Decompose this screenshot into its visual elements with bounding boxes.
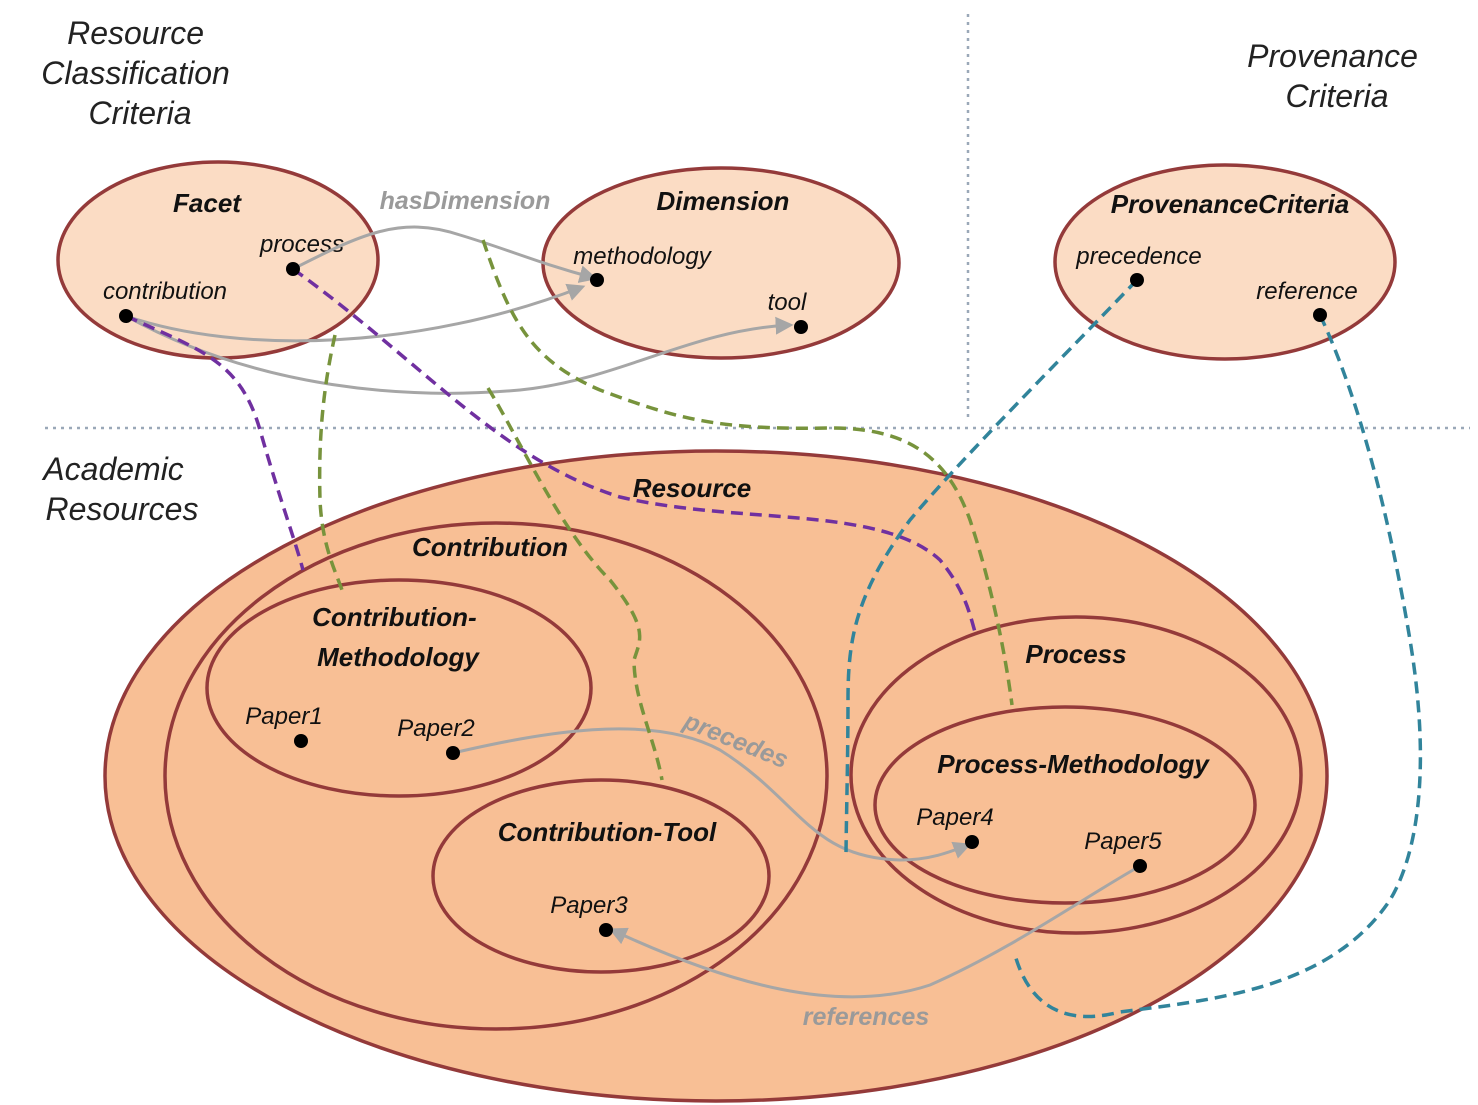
paper2-label: Paper2	[397, 715, 474, 742]
arrow-process-to-methodology	[292, 225, 598, 283]
contribution-tool-set	[431, 778, 771, 974]
dot-paper3	[599, 923, 613, 937]
dot-paper4	[965, 835, 979, 849]
arrow-contribution-to-tool	[125, 314, 794, 395]
dot-contribution	[119, 309, 133, 323]
process-label: Process	[1025, 639, 1126, 669]
link-precedence-to-precedes	[844, 278, 1139, 859]
provenance-region-title: Provenance Criteria	[1247, 38, 1427, 114]
arrow-paper2-precedes-paper4	[452, 727, 972, 862]
provenance-member-precedence: precedence	[1075, 243, 1201, 270]
link-tool-to-contribution-tool	[486, 387, 664, 781]
paper5-label: Paper5	[1084, 828, 1162, 855]
references-label: references	[803, 1003, 930, 1031]
paper1-label: Paper1	[245, 703, 322, 730]
dimension-member-tool: tool	[768, 289, 807, 316]
academic-region-title: Academic Resources	[41, 451, 198, 527]
dot-reference	[1313, 308, 1327, 322]
provenance-criteria-set	[1053, 163, 1397, 361]
paper4-label: Paper4	[916, 804, 993, 831]
dot-paper1	[294, 734, 308, 748]
link-contribution-to-contribution-set	[125, 314, 305, 571]
dot-paper5	[1133, 859, 1147, 873]
classification-region-title: Resource Classification Criteria	[41, 15, 238, 131]
contribution-label: Contribution	[412, 532, 568, 562]
contribution-methodology-label: Contribution- Methodology	[312, 602, 484, 672]
arrow-contribution-to-methodology	[125, 283, 586, 343]
facet-label: Facet	[173, 188, 242, 218]
contribution-tool-label: Contribution-Tool	[498, 817, 717, 847]
link-methodology-to-contribution-methodology	[317, 334, 344, 591]
paper3-label: Paper3	[550, 892, 628, 919]
dot-tool	[794, 320, 808, 334]
provenance-member-reference: reference	[1256, 278, 1357, 305]
link-reference-to-references	[1013, 314, 1423, 1019]
dot-process	[286, 262, 300, 276]
dimension-member-methodology: methodology	[573, 243, 712, 270]
process-methodology-label: Process-Methodology	[937, 749, 1210, 779]
arrow-paper5-references-paper3	[608, 864, 1141, 999]
provenance-criteria-label: ProvenanceCriteria	[1111, 189, 1349, 219]
dot-precedence	[1130, 273, 1144, 287]
resource-label: Resource	[633, 473, 752, 503]
facet-member-process: process	[259, 231, 344, 258]
facet-member-contribution: contribution	[103, 278, 227, 305]
has-dimension-label: hasDimension	[380, 187, 551, 215]
link-process-to-process-set	[291, 267, 977, 633]
link-has-dimension-to-process-methodology	[481, 239, 1014, 706]
dot-paper2	[446, 746, 460, 760]
dimension-label: Dimension	[657, 186, 790, 216]
dot-methodology	[590, 273, 604, 287]
